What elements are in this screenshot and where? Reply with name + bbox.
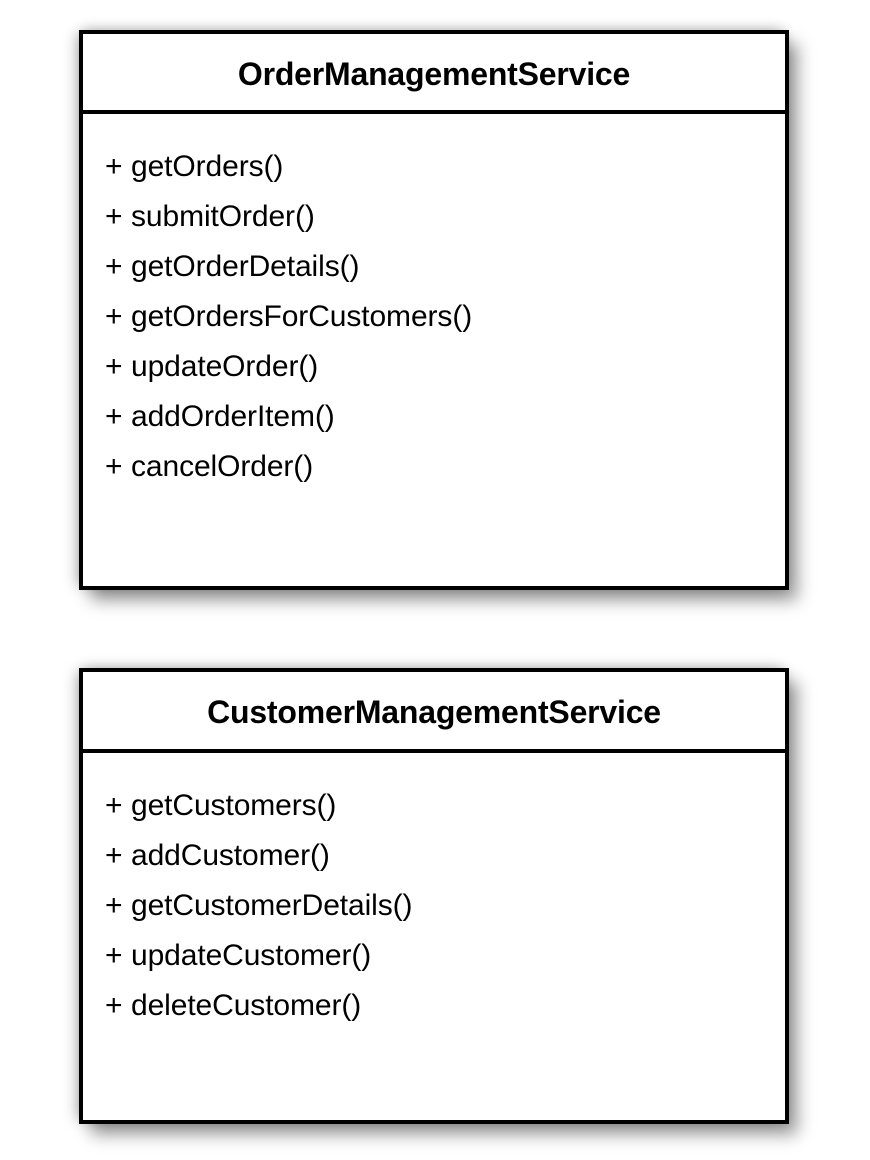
operation-signature: updateOrder() [131, 350, 319, 383]
visibility-marker: + [105, 989, 123, 1022]
operation-signature: deleteCustomer() [131, 989, 362, 1022]
uml-operation: +submitOrder() [105, 192, 785, 242]
uml-operation: +cancelOrder() [105, 442, 785, 492]
uml-operation: +addCustomer() [105, 831, 785, 881]
visibility-marker: + [105, 150, 123, 183]
visibility-marker: + [105, 300, 123, 333]
uml-operations-compartment: +getCustomers() +addCustomer() +getCusto… [83, 753, 785, 1031]
uml-class-order-management-service[interactable]: OrderManagementService +getOrders() +sub… [79, 30, 789, 590]
operation-signature: getOrders() [131, 150, 284, 183]
uml-operation: +deleteCustomer() [105, 981, 785, 1031]
uml-operation: +getCustomers() [105, 781, 785, 831]
operation-signature: cancelOrder() [131, 450, 314, 483]
uml-operation: +updateOrder() [105, 342, 785, 392]
operation-signature: getCustomerDetails() [131, 889, 413, 922]
visibility-marker: + [105, 350, 123, 383]
uml-operation: +getCustomerDetails() [105, 881, 785, 931]
uml-operations-compartment: +getOrders() +submitOrder() +getOrderDet… [83, 114, 785, 492]
visibility-marker: + [105, 250, 123, 283]
visibility-marker: + [105, 789, 123, 822]
operation-signature: getCustomers() [131, 789, 337, 822]
uml-class-name: OrderManagementService [83, 34, 785, 114]
visibility-marker: + [105, 889, 123, 922]
operation-signature: addOrderItem() [131, 400, 335, 433]
uml-operation: +getOrdersForCustomers() [105, 292, 785, 342]
operation-signature: updateCustomer() [131, 939, 372, 972]
visibility-marker: + [105, 839, 123, 872]
uml-operation: +addOrderItem() [105, 392, 785, 442]
uml-class-customer-management-service[interactable]: CustomerManagementService +getCustomers(… [79, 668, 789, 1124]
uml-operation: +getOrderDetails() [105, 242, 785, 292]
operation-signature: submitOrder() [131, 200, 315, 233]
visibility-marker: + [105, 939, 123, 972]
visibility-marker: + [105, 400, 123, 433]
uml-class-name: CustomerManagementService [83, 672, 785, 753]
operation-signature: addCustomer() [131, 839, 330, 872]
uml-operation: +getOrders() [105, 142, 785, 192]
visibility-marker: + [105, 450, 123, 483]
operation-signature: getOrderDetails() [131, 250, 360, 283]
visibility-marker: + [105, 200, 123, 233]
operation-signature: getOrdersForCustomers() [131, 300, 473, 333]
uml-operation: +updateCustomer() [105, 931, 785, 981]
